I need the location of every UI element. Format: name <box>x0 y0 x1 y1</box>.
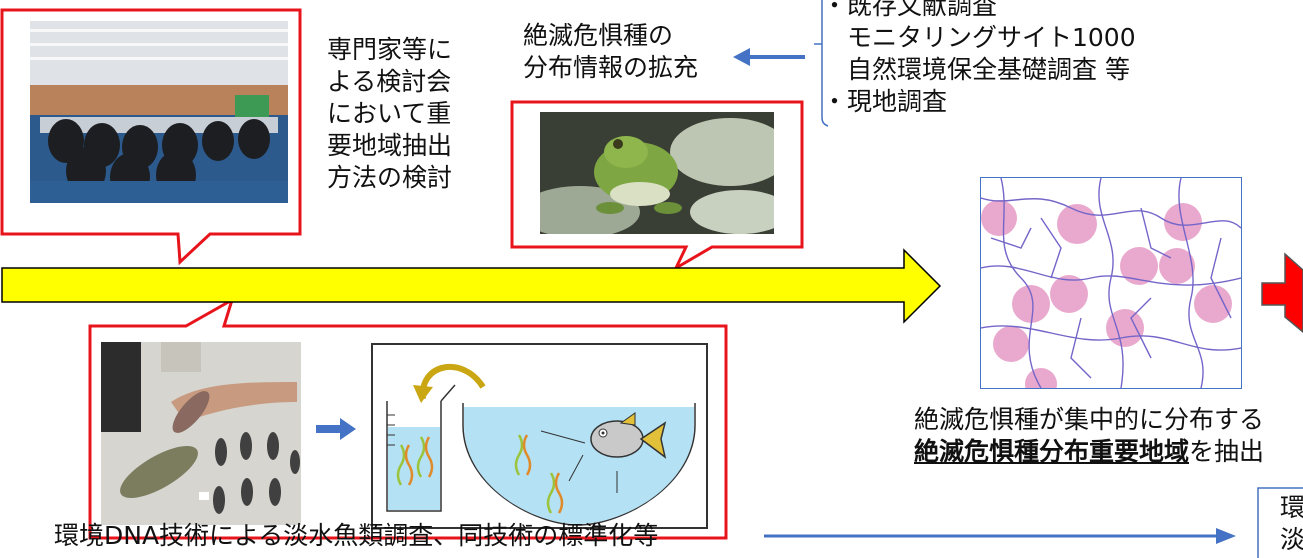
top-middle-caption: 絶滅危惧種の 分布情報の拡充 <box>523 20 698 84</box>
right-box <box>1257 487 1303 558</box>
distribution-map <box>980 177 1242 389</box>
caption-line: 専門家等に <box>327 35 453 64</box>
caption-line: 要地域抽出 <box>327 131 453 160</box>
arrow-left-icon <box>733 48 750 66</box>
right-box-line: 環 <box>1280 493 1303 522</box>
fish-icon <box>590 412 667 459</box>
fish-specimens-photo <box>101 342 301 525</box>
caption-rest: を抽出 <box>1189 437 1265 466</box>
highlight-term: 絶滅危惧種分布重要地域 <box>914 437 1190 466</box>
source-item: 自然環境保全基礎調査 等 <box>822 55 1130 84</box>
right-box-line: 淡 <box>1280 525 1303 554</box>
red-arrow-icon <box>1261 252 1303 333</box>
bottom-caption: 環境DNA技術による淡水魚類調査、同技術の標準化等 <box>54 521 659 550</box>
source-item: モニタリングサイト1000 <box>822 23 1136 52</box>
caption-line: 方法の検討 <box>327 163 453 192</box>
right-box-text: 環 淡 <box>1280 492 1303 556</box>
caption-line: よる検討会 <box>327 67 452 96</box>
sources-bracket <box>821 0 829 127</box>
source-item: ・既存文献調査 <box>822 0 998 20</box>
arrow-right-icon <box>316 418 356 440</box>
meeting-room-photo <box>30 21 288 203</box>
map-caption-line1: 絶滅危惧種が集中的に分布する <box>914 405 1265 434</box>
top-left-caption: 専門家等に よる検討会 において重 要地域抽出 方法の検討 <box>327 34 452 194</box>
arrow-right-icon <box>1216 528 1236 544</box>
caption-line: 絶滅危惧種の <box>523 21 674 50</box>
map-caption: 絶滅危惧種が集中的に分布する 絶滅危惧種分布重要地域を抽出 <box>914 404 1264 468</box>
environmental-dna-diagram <box>371 343 708 529</box>
source-item: ・現地調査 <box>822 87 948 116</box>
caption-line: 分布情報の拡充 <box>523 53 699 82</box>
sources-list: ・既存文献調査 モニタリングサイト1000 自然環境保全基礎調査 等 ・現地調査 <box>822 0 1136 118</box>
caption-line: において重 <box>327 99 452 128</box>
main-arrow <box>1 248 942 324</box>
map-caption-line2: 絶滅危惧種分布重要地域を抽出 <box>914 436 1264 468</box>
frog-photo <box>540 112 774 234</box>
